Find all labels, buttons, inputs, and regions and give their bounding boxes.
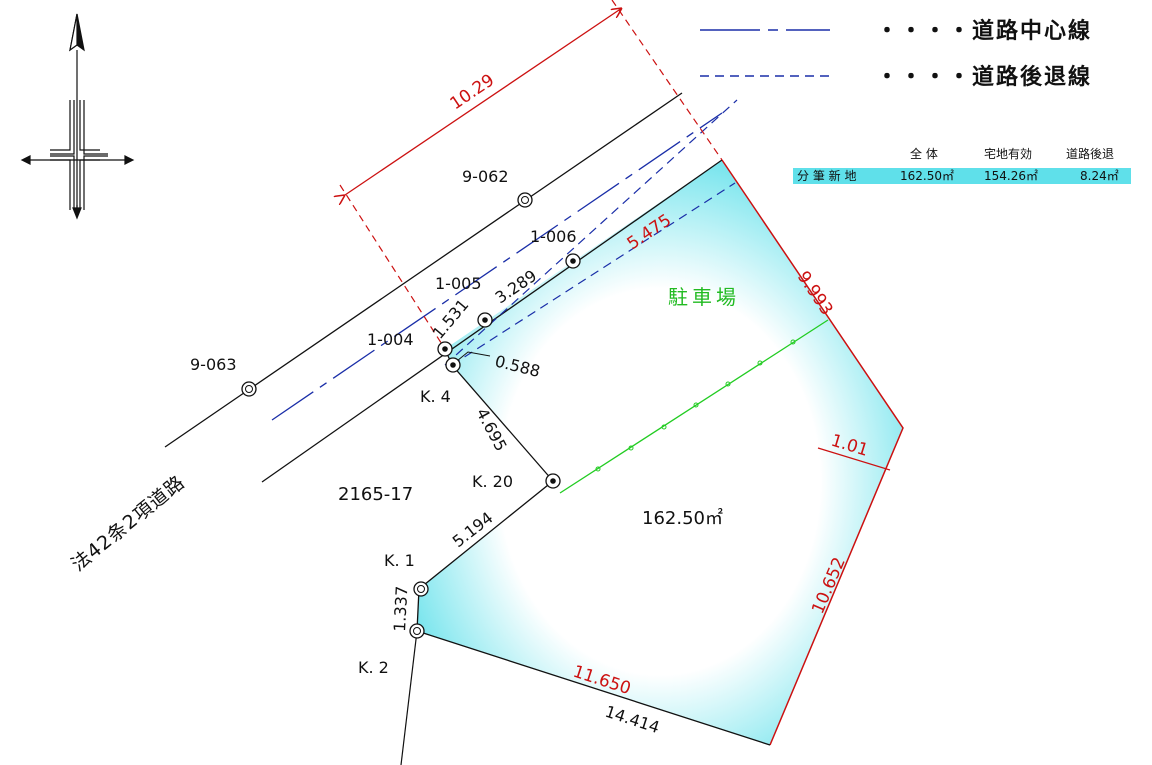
road-center-line (271, 112, 723, 421)
dim-ext-right (611, 0, 723, 161)
label-k4: K. 4 (420, 387, 451, 406)
parcel-boundary-bottom (416, 630, 771, 746)
legend-center-line-label: ・・・・道路中心線 (876, 18, 1092, 44)
dim-line-1-01 (817, 447, 891, 471)
parcel-area-label: 162.50㎡ (642, 507, 723, 529)
marker-k1 (413, 581, 429, 597)
road-setback-line (444, 99, 738, 366)
dim-line-10-29 (345, 8, 622, 195)
division-line-dots (595, 339, 796, 472)
label-k2: K. 2 (358, 658, 389, 677)
area-table-header-setback: 道路後退 (1066, 146, 1114, 161)
parcel-boundary-red (721, 159, 904, 746)
area-table-setback-value: 8.24㎡ (1080, 169, 1119, 183)
label-k20: K. 20 (472, 472, 513, 491)
area-table-row-label: 分 筆 新 地 (797, 168, 856, 183)
dim-ext-left (339, 184, 446, 350)
label-k1: K. 1 (384, 551, 415, 570)
label-1-006: 1-006 (530, 227, 577, 246)
area-table-header-total: 全 体 (910, 146, 938, 161)
legend-setback-line-label: ・・・・道路後退線 (876, 64, 1092, 90)
north-arrow-icon (20, 13, 135, 220)
marker-k2 (409, 623, 425, 639)
label-1-005: 1-005 (435, 274, 482, 293)
road-setback-line-2 (451, 182, 736, 366)
marker-9-062 (517, 192, 533, 208)
boundary-extension-line (400, 630, 418, 765)
area-table-header-effective: 宅地有効 (984, 146, 1032, 161)
road-label: 法42条2項道路 (67, 471, 189, 576)
dim-1-337: 1.337 (390, 585, 411, 632)
label-9-062: 9-062 (462, 167, 509, 186)
dim-10-29: 10.29 (447, 70, 499, 114)
parking-label: 駐車場 (668, 285, 740, 309)
area-table-row-bg (793, 168, 1131, 184)
label-9-063: 9-063 (190, 355, 237, 374)
area-table-total-value: 162.50㎡ (900, 169, 954, 183)
marker-9-063 (241, 381, 257, 397)
parcel-area (417, 160, 903, 745)
label-1-004: 1-004 (367, 330, 414, 349)
lot-number: 2165-17 (338, 484, 413, 505)
area-table-effective-value: 154.26㎡ (984, 169, 1038, 183)
